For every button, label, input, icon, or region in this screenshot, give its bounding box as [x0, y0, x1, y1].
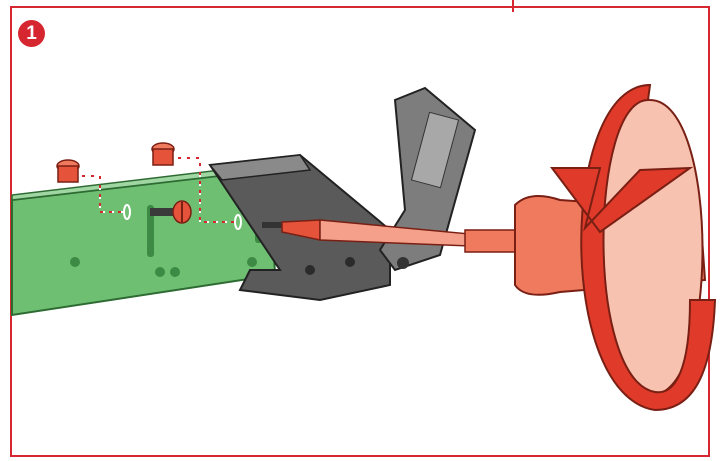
bushing-right	[152, 143, 174, 165]
bushing-left	[57, 160, 79, 182]
